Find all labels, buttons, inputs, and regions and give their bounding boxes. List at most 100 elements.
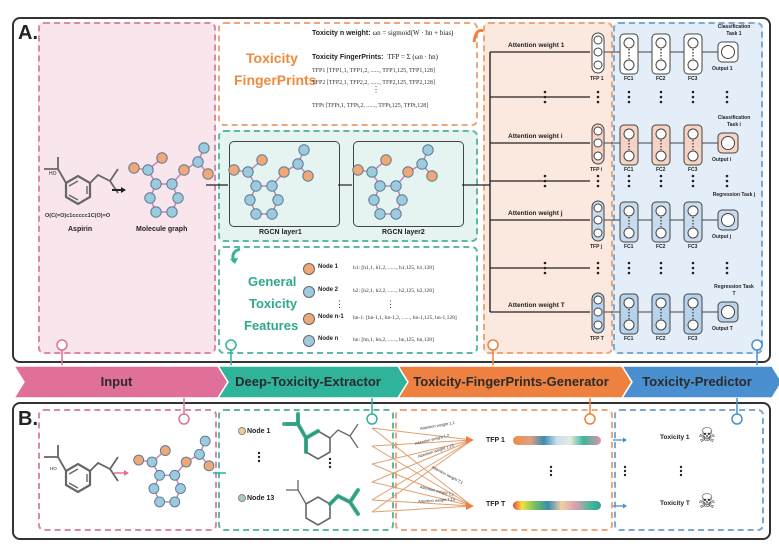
- ellipsis-dot: [659, 90, 663, 94]
- tfp-neuron: [593, 151, 603, 161]
- node-label: Node n-1: [318, 314, 344, 320]
- b-node-13-text: Node 13: [247, 495, 275, 502]
- benzene-ring: [64, 174, 92, 206]
- attention-weight-label: Attention weight i: [508, 133, 563, 140]
- ellipsis-dot: [725, 179, 729, 183]
- ellipsis-dot: [257, 455, 261, 459]
- graph-node: [390, 208, 402, 220]
- fc-label: FC2: [656, 336, 666, 342]
- rgcn-layer1-box: [229, 141, 340, 227]
- graph-node: [416, 158, 428, 170]
- rgcn-region: [218, 130, 478, 242]
- ellipsis-dot: [691, 90, 695, 94]
- rgcn-layer2-graph: [352, 144, 438, 220]
- graph-node: [166, 178, 178, 190]
- graph-node: [150, 206, 162, 218]
- attention-edge: [371, 427, 473, 441]
- tfp-row-1: TFP1 [TFP1,1, TFP1,2, ......, TFP1,125, …: [312, 68, 435, 74]
- weight-label: Toxicity n weight: ωn = sigmoid(W · hn +…: [312, 29, 453, 37]
- tfp-neuron: [593, 203, 603, 213]
- ellipsis-dot: [328, 457, 332, 461]
- ellipsis-dot: [725, 100, 729, 104]
- stage-extractor-label: Deep-Toxicity-Extractor: [235, 374, 381, 389]
- highlighted-aspirin: [282, 412, 359, 460]
- input-region: [38, 22, 216, 354]
- ellipsis-dot: [543, 179, 547, 183]
- graph-node: [142, 164, 154, 176]
- ellipsis-dot: [725, 184, 729, 188]
- tfp-neuron: [593, 60, 603, 70]
- general-features-title-1: General: [248, 274, 297, 289]
- general-features-title-3: Features: [244, 318, 299, 333]
- vertical-ellipsis: ⋮: [372, 85, 380, 94]
- ellipsis-dot: [679, 465, 683, 469]
- task-label: Regression Task T: [714, 284, 754, 297]
- graph-node: [192, 156, 204, 168]
- fingerprints-formula-region: [218, 22, 478, 126]
- fc-neuron: [687, 37, 699, 49]
- graph-node: [133, 454, 145, 466]
- attention-edge: [371, 505, 473, 513]
- task-label: Classification Task 1: [717, 24, 751, 37]
- graph-node: [202, 168, 214, 180]
- vertical-ellipsis: ⋮: [335, 299, 344, 309]
- fc-label: FC3: [688, 336, 698, 342]
- graph-node: [272, 194, 284, 206]
- ellipsis-dot: [679, 469, 683, 473]
- fc-neuron: [623, 150, 635, 162]
- fc-neuron: [623, 37, 635, 49]
- fc-label: FC1: [624, 76, 634, 82]
- fp-generator-region: [483, 22, 613, 354]
- general-features-title-2: Toxicity: [249, 296, 298, 311]
- ellipsis-dot: [659, 100, 663, 104]
- graph-node: [380, 154, 392, 166]
- fc-neuron: [655, 150, 667, 162]
- graph-node: [166, 206, 178, 218]
- graph-node: [175, 483, 186, 495]
- ellipsis-dot: [623, 469, 627, 473]
- ellipsis-dot: [627, 261, 631, 265]
- graph-node: [199, 435, 211, 447]
- molecule-name: Aspirin: [68, 226, 93, 233]
- aspirin-structure: [44, 157, 119, 206]
- graph-node: [128, 162, 140, 174]
- tfp-label: TFP T: [590, 336, 604, 342]
- tfp-neuron: [593, 35, 603, 45]
- ellipsis-dot: [257, 451, 261, 455]
- benzene-ring: [305, 496, 331, 526]
- b-tfp-t-label: TFP T: [486, 501, 506, 508]
- graph-node: [242, 166, 254, 178]
- graph-node: [228, 164, 240, 176]
- graph-node: [366, 166, 378, 178]
- ellipsis-dot: [659, 179, 663, 183]
- ellipsis-dot: [596, 261, 600, 265]
- b-molecule-graph: [133, 435, 215, 508]
- ellipsis-dot: [543, 266, 547, 270]
- skull-icon: ☠: [698, 425, 716, 447]
- graph-node: [159, 445, 171, 457]
- ellipsis-dot: [596, 95, 600, 99]
- fc-neuron: [655, 37, 667, 49]
- b-extractor-region: [218, 409, 394, 531]
- ellipsis-dot: [623, 465, 627, 469]
- tfp-label: TFP i: [590, 167, 603, 173]
- fc-neuron: [655, 227, 667, 239]
- stage-banner: [12, 365, 779, 399]
- arrow-head-icon: [121, 187, 126, 193]
- b-toxicity-1-label: Toxicity 1: [660, 434, 690, 441]
- graph-node: [244, 194, 256, 206]
- fc-label: FC1: [624, 167, 634, 173]
- aspirin-structure: [44, 445, 119, 494]
- ellipsis-dot: [691, 266, 695, 270]
- ellipsis-dot: [627, 271, 631, 275]
- fc-label: FC3: [688, 76, 698, 82]
- fc-label: FC3: [688, 244, 698, 250]
- panel-a-label: A.: [18, 22, 38, 44]
- fc-neuron: [623, 297, 635, 309]
- output-neuron: [721, 213, 735, 227]
- ellipsis-dot: [659, 174, 663, 178]
- tfp-row-2: TFP2 [TFP2,1, TFP2,2, ......, TFP2,125, …: [312, 80, 435, 86]
- graph-node: [374, 180, 386, 192]
- ellipsis-dot: [691, 261, 695, 265]
- b-node-1-text: Node 1: [247, 428, 271, 435]
